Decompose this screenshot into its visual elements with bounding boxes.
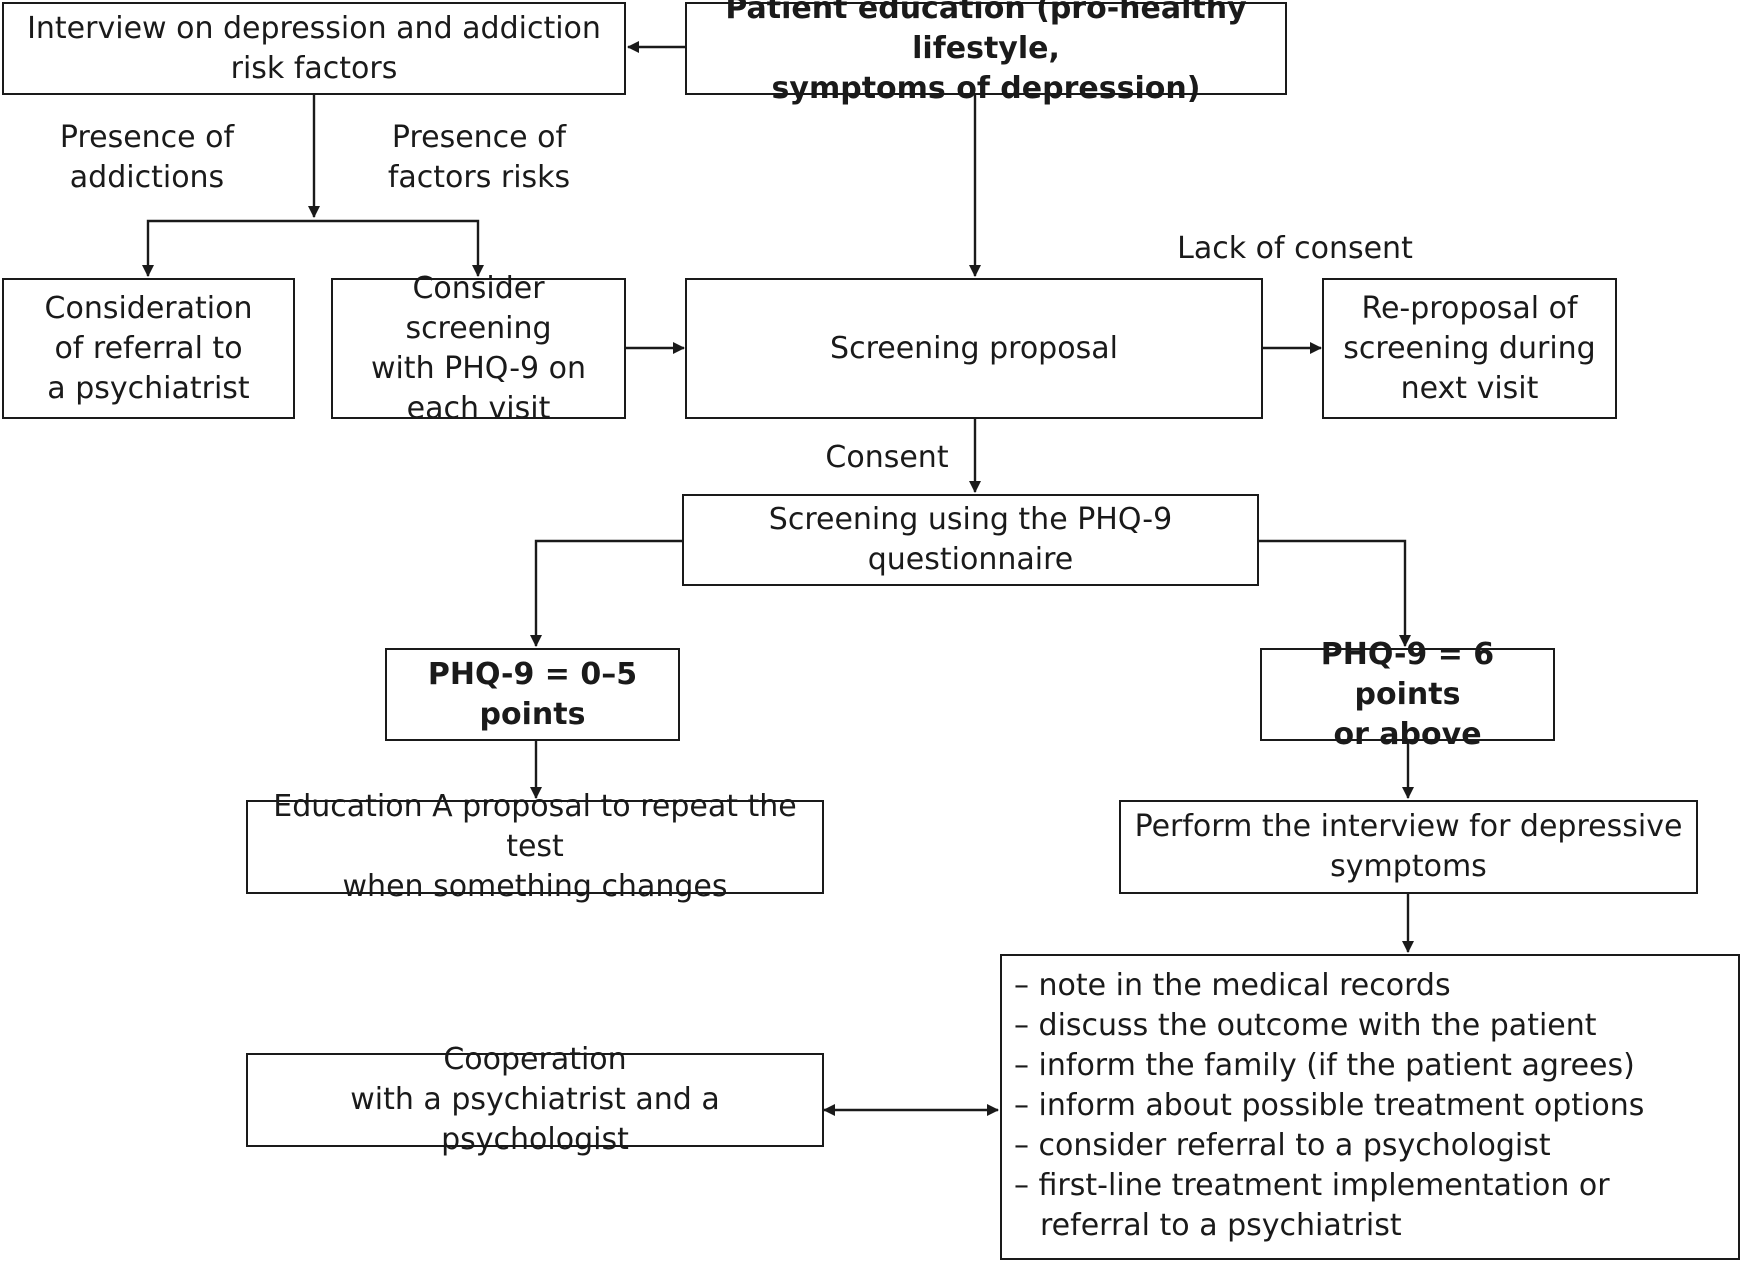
presence-of-addictions-label: Presence of addictions <box>59 120 235 195</box>
arrow-screening-to-high <box>1259 539 1411 647</box>
action-item: – inform the family (if the patient agre… <box>1014 1048 1635 1083</box>
action-item: – note in the medical records <box>1014 968 1451 1003</box>
action-item: – consider referral to a psychologist <box>1014 1128 1551 1163</box>
presence-of-risk-factors-label: Presence of factors risks <box>387 120 571 195</box>
connector-split <box>142 219 484 277</box>
arrow-screening-to-low <box>530 539 682 647</box>
screening-proposal-box: Screening proposal <box>685 278 1263 419</box>
consent-label: Consent <box>825 440 949 475</box>
action-item: – inform about possible treatment option… <box>1014 1088 1645 1123</box>
action-item: – first-line treatment implementation or… <box>1014 1168 1610 1243</box>
management-actions-box: – note in the medical records – discuss … <box>1000 954 1740 1260</box>
action-item: – discuss the outcome with the patient <box>1014 1008 1597 1043</box>
patient-education-box: Patient education (pro-healthy lifestyle… <box>685 0 1287 106</box>
lack-of-consent-label: Lack of consent <box>1177 231 1413 266</box>
